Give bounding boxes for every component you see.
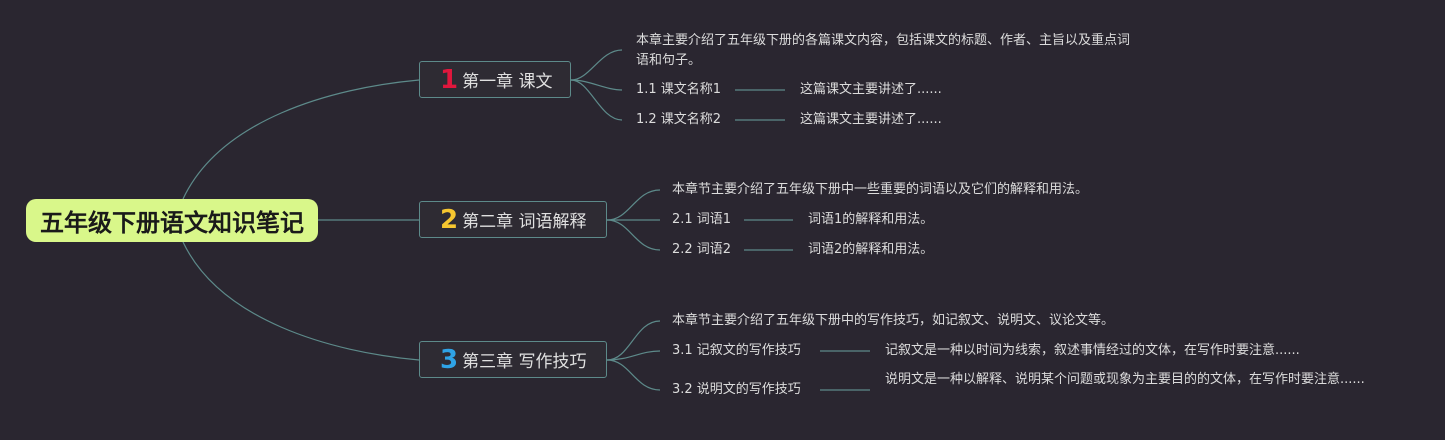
connector-ch1-item2 [570, 79, 623, 121]
connector-ch3-summary [606, 320, 661, 361]
chapter-2-item-1-label[interactable]: 2.1 词语1 [672, 212, 732, 227]
connector-ch3-item2 [606, 359, 661, 391]
connector-ch1-item1 [570, 79, 623, 91]
chapter-1-item-1-label[interactable]: 1.1 课文名称1 [636, 82, 722, 97]
chapter-title-2: 第二章 词语解释 [462, 212, 587, 232]
connector-root-ch3 [182, 241, 420, 361]
connector-root-ch1 [182, 79, 420, 200]
chapter-3-summary[interactable]: 本章节主要介绍了五年级下册中的写作技巧，如记叙文、说明文、议论文等。 [672, 313, 1115, 328]
connector-ch1-summary [570, 49, 623, 81]
connector-ch2-item2 [606, 219, 661, 251]
chapter-1-summary[interactable]: 本章主要介绍了五年级下册的各篇课文内容，包括课文的标题、作者、主旨以及重点词语和… [636, 33, 1131, 68]
connector-ch2-summary [606, 189, 661, 221]
chapter-node-1[interactable]: 1 第一章 课文 [419, 61, 571, 98]
chapter-2-item-1-detail[interactable]: 词语1的解释和用法。 [808, 212, 934, 227]
chapter-1-item-2-detail[interactable]: 这篇课文主要讲述了...... [800, 112, 942, 127]
chapter-2-summary[interactable]: 本章节主要介绍了五年级下册中一些重要的词语以及它们的解释和用法。 [672, 182, 1089, 197]
connector-ch3-item1 [606, 350, 661, 361]
chapter-3-item-1-label[interactable]: 3.1 记叙文的写作技巧 [672, 343, 801, 358]
chapter-title-1: 第一章 课文 [462, 72, 553, 92]
chapter-1-item-1-detail[interactable]: 这篇课文主要讲述了...... [800, 82, 942, 97]
root-node[interactable]: 五年级下册语文知识笔记 [26, 199, 318, 242]
chapter-number-2: 2 [440, 204, 459, 235]
chapter-node-2[interactable]: 2 第二章 词语解释 [419, 201, 607, 238]
chapter-2-item-2-detail[interactable]: 词语2的解释和用法。 [808, 242, 934, 257]
chapter-3-item-2-label[interactable]: 3.2 说明文的写作技巧 [672, 382, 801, 397]
chapter-node-3[interactable]: 3 第三章 写作技巧 [419, 341, 607, 378]
chapter-3-item-2-detail[interactable]: 说明文是一种以解释、说明某个问题或现象为主要目的的文体，在写作时要注意.....… [885, 372, 1365, 387]
chapter-title-3: 第三章 写作技巧 [462, 352, 587, 372]
chapter-1-item-2-label[interactable]: 1.2 课文名称2 [636, 112, 722, 127]
chapter-3-item-1-detail[interactable]: 记叙文是一种以时间为线索，叙述事情经过的文体，在写作时要注意...... [885, 343, 1300, 358]
chapter-number-1: 1 [440, 64, 459, 95]
root-title: 五年级下册语文知识笔记 [40, 209, 304, 237]
chapter-number-3: 3 [440, 344, 459, 375]
chapter-2-item-2-label[interactable]: 2.2 词语2 [672, 242, 732, 257]
